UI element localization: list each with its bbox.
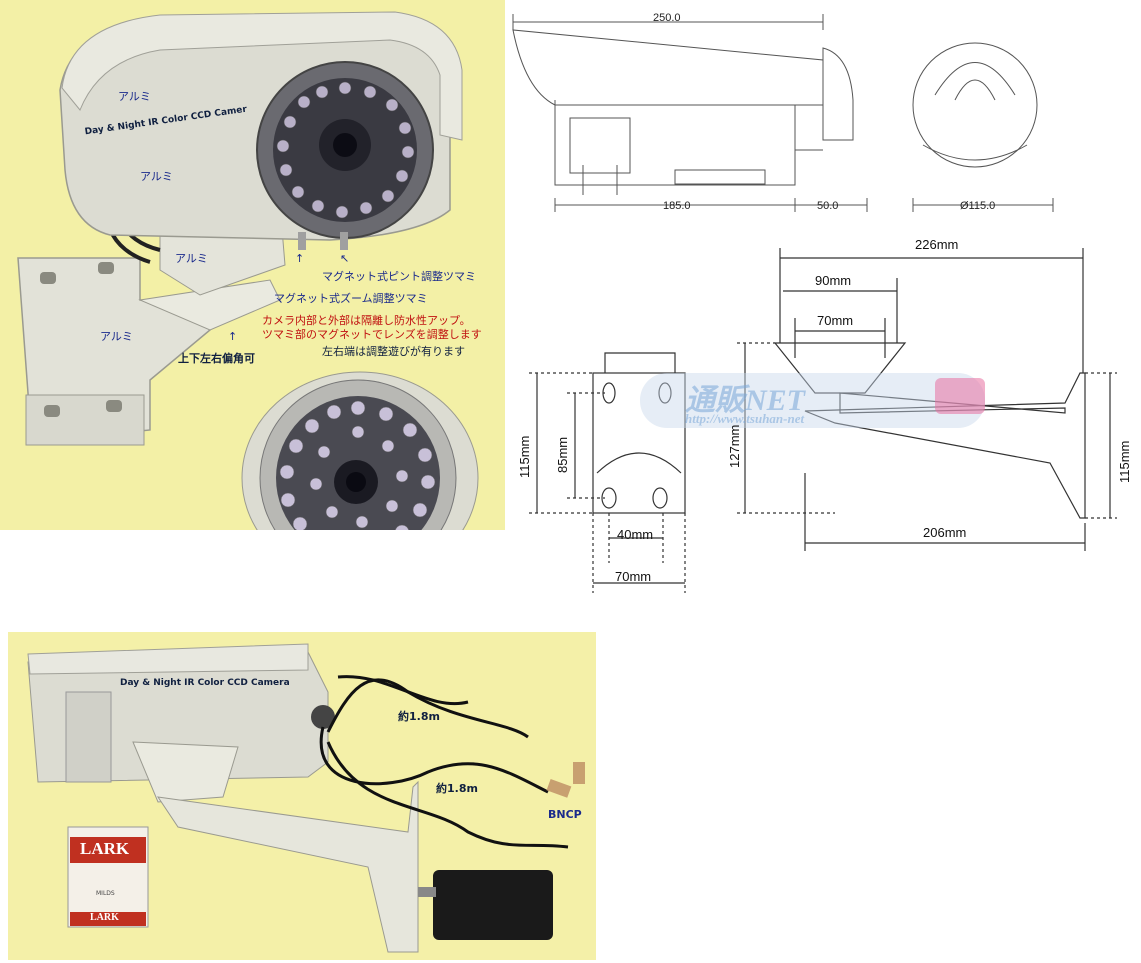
sun-hood [61,11,463,141]
dim-hood: 50.0 [817,200,839,212]
ir-led-array [276,81,415,219]
power-adapter [433,870,553,940]
watermark-logo [935,378,985,414]
dim-127: 127mm [727,424,742,468]
dim-115-right: 115mm [1117,440,1132,483]
bracket-arm [138,279,281,331]
note-line-2: ツマミ部のマグネットでレンズを調整します [262,328,482,341]
note-line-3: 左右端は調整遊びが有ります [322,345,465,358]
bracket-arm-bottom [156,780,419,953]
cigarette-brand-bottom: LARK [90,912,119,923]
label-aluminum-hood: アルミ [118,90,151,103]
watermark-url: http://www.tsuhan-net [685,411,805,426]
bracket-head [132,741,239,803]
bracket-base [25,394,145,446]
front-ir-led-array [279,400,436,530]
arrow-tilt: ↑ [228,330,238,343]
camera-dimension-drawing: 250.0 185.0 50.0 Ø115.0 [505,0,1070,220]
label-aluminum-bracket: アルミ [100,330,133,343]
bracket-dimension-drawing: 通販NET http://www.tsuhan-net 226mm 90mm 7… [505,233,1141,603]
arrow-zoom: ↑ [295,252,305,265]
housing-outline-drawing [512,14,1054,212]
dim-40: 40mm [617,527,654,542]
bnc-connector [546,778,572,798]
label-zoom-knob: マグネット式ズーム調整ツマミ [274,292,428,305]
label-tilt-adjust: 上下左右偏角可 [178,352,255,365]
dim-85: 85mm [555,436,570,473]
dim-90: 90mm [815,273,852,288]
mount-plate [65,691,112,783]
label-focus-knob: マグネット式ピント調整ツマミ [322,270,476,283]
label-aluminum-mount: アルミ [175,252,208,265]
focus-knob [340,232,348,250]
label-aluminum-body: アルミ [140,170,173,183]
bracket-outline-drawing [529,248,1117,593]
bracket-hole [44,405,60,417]
label-cable-length-1: 約1.8m [398,710,440,723]
front-lens-center [346,472,366,492]
dim-70-top: 70mm [817,313,854,328]
camera-model-text-bottom: Day & Night IR Color CCD Camera [120,678,290,688]
arrow-focus: ↖ [340,252,350,265]
bracket-hole [40,272,56,284]
camera-photo-bottom: Day & Night IR Color CCD Camera 約1.8m 約1… [8,632,596,960]
bnc-adapter [573,762,585,784]
zoom-knob [298,232,306,250]
cigarette-pack-band [70,837,146,863]
bracket-hole [98,262,114,274]
adapter-plug [418,887,436,897]
dim-206: 206mm [923,525,967,540]
cables [319,675,569,849]
lens-center [333,133,357,157]
camera-illustration [17,11,479,530]
cigarette-pack-band-bottom [70,912,146,926]
label-cable-length-2: 約1.8m [436,782,478,795]
sun-hood-bottom [27,643,309,675]
cigarette-sub: MILDS [96,890,115,897]
dim-diameter: Ø115.0 [960,200,996,212]
dim-115-left: 115mm [517,435,532,478]
watermark-badge [640,373,985,428]
bracket-hole [106,400,122,412]
camera-accessories-illustration [27,643,585,953]
dim-length: 250.0 [653,12,681,24]
dim-body: 185.0 [663,200,691,212]
note-line-1: カメラ内部と外部は隔離し防水性アップ。 [262,314,471,327]
cable-gland [311,705,335,729]
camera-photo-top: アルミ アルミ アルミ アルミ Day & Night IR Color CCD… [0,0,505,530]
cigarette-brand: LARK [80,839,130,858]
label-bncp: BNCP [548,808,582,821]
dim-70-bottom: 70mm [615,569,652,584]
dim-total-length: 226mm [915,237,959,252]
watermark-text: 通販NET [685,384,805,417]
